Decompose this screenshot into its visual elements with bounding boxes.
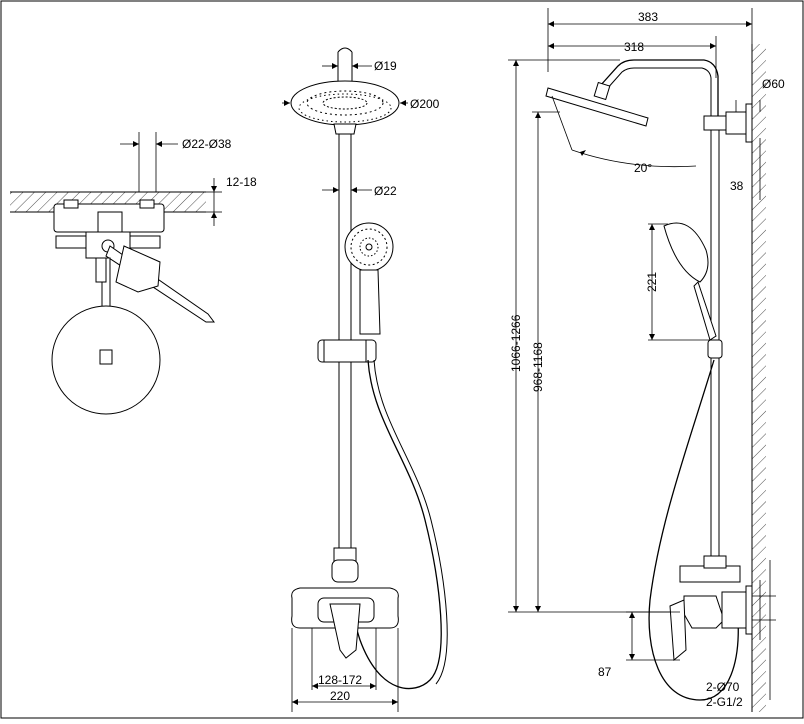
mixer-lever-side [669, 599, 687, 662]
front-view: Ø19 Ø200 Ø22 [282, 47, 448, 712]
dim-left-pipe-range: Ø22-Ø38 [182, 137, 232, 151]
dim-flange-count: 2-Ø70 [706, 680, 740, 694]
dim-riser-diameter: Ø22 [374, 184, 397, 198]
mixer-lever-front [329, 603, 361, 659]
dim-connection-thread: 2-G1/2 [706, 695, 743, 709]
dim-total-depth: 383 [638, 10, 658, 24]
dim-center-distance: 128-172 [318, 673, 362, 687]
dim-height-range-inner: 968-1168 [531, 342, 545, 392]
slide-holder [317, 339, 377, 363]
dim-tilt-angle: 20° [634, 161, 652, 175]
dim-wall-offset: 38 [730, 179, 744, 193]
side-view: 383 318 20° Ø60 38 [508, 8, 785, 712]
dim-left-wall-gap: 12-18 [226, 175, 257, 189]
dim-arm-length: 318 [624, 40, 644, 54]
dim-mixer-width: 220 [330, 689, 350, 703]
dim-height-range-outer: 1066-1266 [509, 314, 523, 372]
wall-flange-top [745, 103, 753, 143]
shower-arm [599, 59, 719, 116]
side-wall-hatch [752, 44, 766, 712]
top-view: Ø22-Ø38 12-18 [10, 132, 257, 415]
dim-head-pipe: Ø19 [374, 59, 397, 73]
wall-flange-bottom [745, 585, 753, 635]
hose-side [648, 359, 739, 701]
head-shower-side [545, 87, 649, 127]
handshower-side [663, 222, 709, 283]
handshower-front [344, 222, 394, 272]
diverter-knob [331, 559, 359, 583]
dim-flange-diameter: Ø60 [762, 77, 785, 91]
dim-handshower-length: 221 [645, 272, 659, 292]
dim-bottom-offset: 87 [598, 665, 612, 679]
shower-hose [349, 359, 442, 690]
handshower-top [115, 245, 161, 293]
dim-head-diameter: Ø200 [410, 97, 440, 111]
